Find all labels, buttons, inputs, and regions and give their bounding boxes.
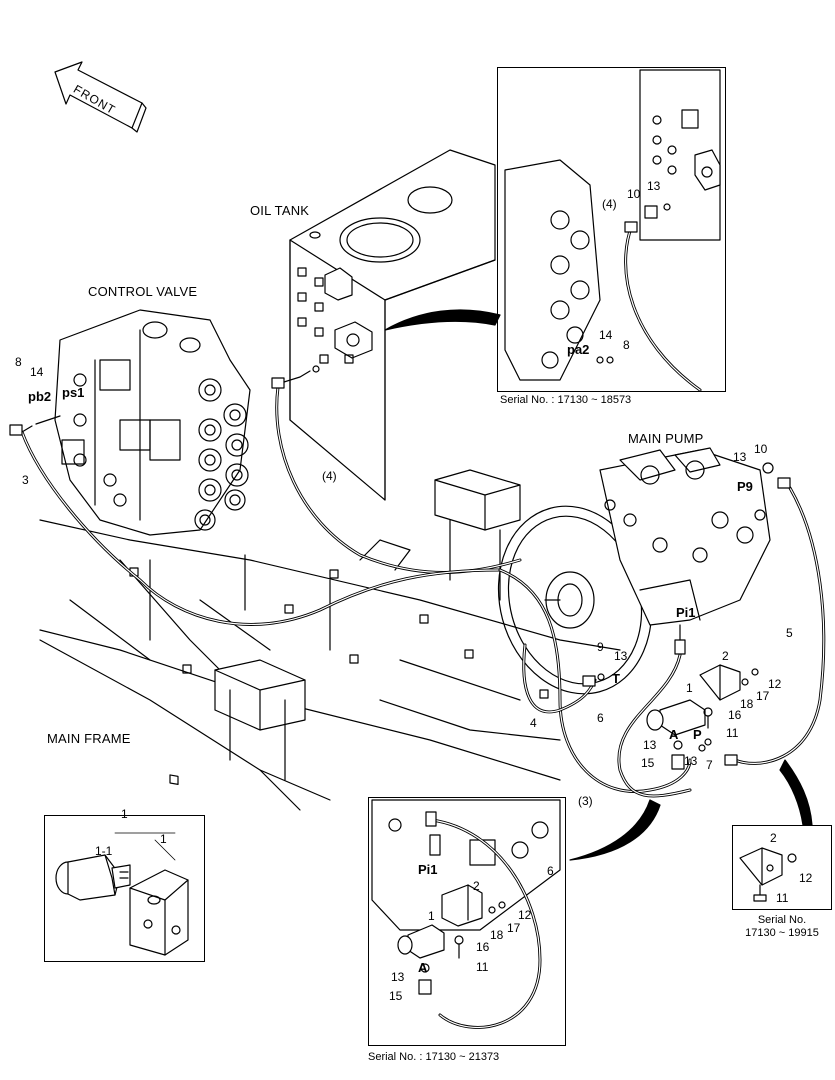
main-frame-drawing [39,469,621,811]
inset-top-callout-10: 10 [627,187,641,201]
callout-16: 16 [728,708,742,722]
callout-arrow-right [779,759,813,826]
hose-4-lower [522,643,605,714]
inset-right-callout-12: 12 [799,871,813,885]
oil-tank-drawing [289,149,496,501]
inset-bottom-frame [368,797,566,1046]
hose-3-lower [498,568,692,793]
callout-4-paren: (4) [322,469,337,483]
inset-right-drawing [739,847,797,902]
inset-top-callout-13: 13 [647,179,661,193]
callout-3: 3 [22,473,29,487]
label-oil-tank: OIL TANK [250,203,310,218]
inset-top-callout-8: 8 [623,338,630,352]
callout-15: 15 [641,756,655,770]
callout-1: 1 [686,681,693,695]
inset-left-callout-1-top: 1 [121,807,128,821]
callout-13-a: 13 [643,738,657,752]
serial-top: Serial No. : 17130 ~ 18573 [500,394,632,406]
hose-6 [617,624,692,798]
solenoid-valve-main [646,664,759,770]
inset-port-pi1: Pi1 [418,862,438,877]
serial-right-line1: Serial No. [757,914,807,926]
serial-right-line2: 17130 ~ 19915 [745,927,819,939]
inset-top-callout-4-paren: (4) [602,197,617,211]
inset-bottom-callout-13: 13 [391,970,405,984]
main-pump-drawing [497,447,771,695]
callout-7: 7 [706,758,713,772]
callout-arrow-bottom [569,799,661,861]
callout-9: 9 [597,640,604,654]
inset-left-callout-1-1: 1-1 [95,844,113,858]
inset-bottom-callout-1: 1 [428,909,435,923]
callout-4: 4 [530,716,537,730]
port-a: A [669,727,679,742]
callout-14: 14 [30,365,44,379]
hose-3 [9,415,502,626]
callout-8: 8 [15,355,22,369]
serial-bottom: Serial No. : 17130 ~ 21373 [368,1051,500,1063]
inset-left-callout-1-right: 1 [160,832,167,846]
port-ps1: ps1 [62,385,85,400]
inset-bottom-drawing [371,799,561,1029]
callout-3-paren: (3) [578,794,593,808]
port-p9: P9 [737,479,753,494]
callout-12: 12 [768,677,782,691]
inset-bottom-callout-2: 2 [473,879,480,893]
inset-right-callout-11: 11 [776,891,789,905]
callout-6: 6 [597,711,604,725]
callout-arrow-top [384,309,501,331]
inset-top-drawing [504,69,721,392]
inset-bottom-callout-6: 6 [547,864,554,878]
inset-bottom-callout-18: 18 [490,928,504,942]
leader-lines [114,832,176,861]
port-p: P [693,727,702,742]
port-pa2: pa2 [567,342,590,357]
label-control-valve: CONTROL VALVE [88,284,198,299]
inset-left-drawing [55,854,189,956]
port-pb2: pb2 [28,389,52,404]
hose-5 [724,462,826,766]
inset-right-callout-2: 2 [770,831,777,845]
callout-13-p: 13 [684,754,698,768]
callout-13-t: 13 [614,649,628,663]
control-valve-drawing [54,309,251,536]
callout-13-pump: 13 [733,450,747,464]
inset-left-frame [44,815,205,962]
inset-bottom-callout-17: 17 [507,921,521,935]
callout-2: 2 [722,649,729,663]
inset-right-frame [732,825,832,910]
callout-11: 11 [726,726,739,740]
callout-5: 5 [786,626,793,640]
inset-bottom-callout-12: 12 [518,908,532,922]
callout-10: 10 [754,442,768,456]
inset-top-frame [497,67,726,392]
label-main-pump: MAIN PUMP [628,431,704,446]
port-pi1: Pi1 [676,605,696,620]
inset-bottom-callout-11: 11 [476,960,489,974]
inset-top-callout-14: 14 [599,328,613,342]
port-t: T [612,671,620,686]
inset-port-a: A [418,960,428,975]
callout-18: 18 [740,697,754,711]
inset-bottom-callout-15: 15 [389,989,403,1003]
callout-17: 17 [756,689,770,703]
label-main-frame: MAIN FRAME [47,731,131,746]
inset-bottom-callout-16: 16 [476,940,490,954]
front-arrow-icon [54,61,147,133]
